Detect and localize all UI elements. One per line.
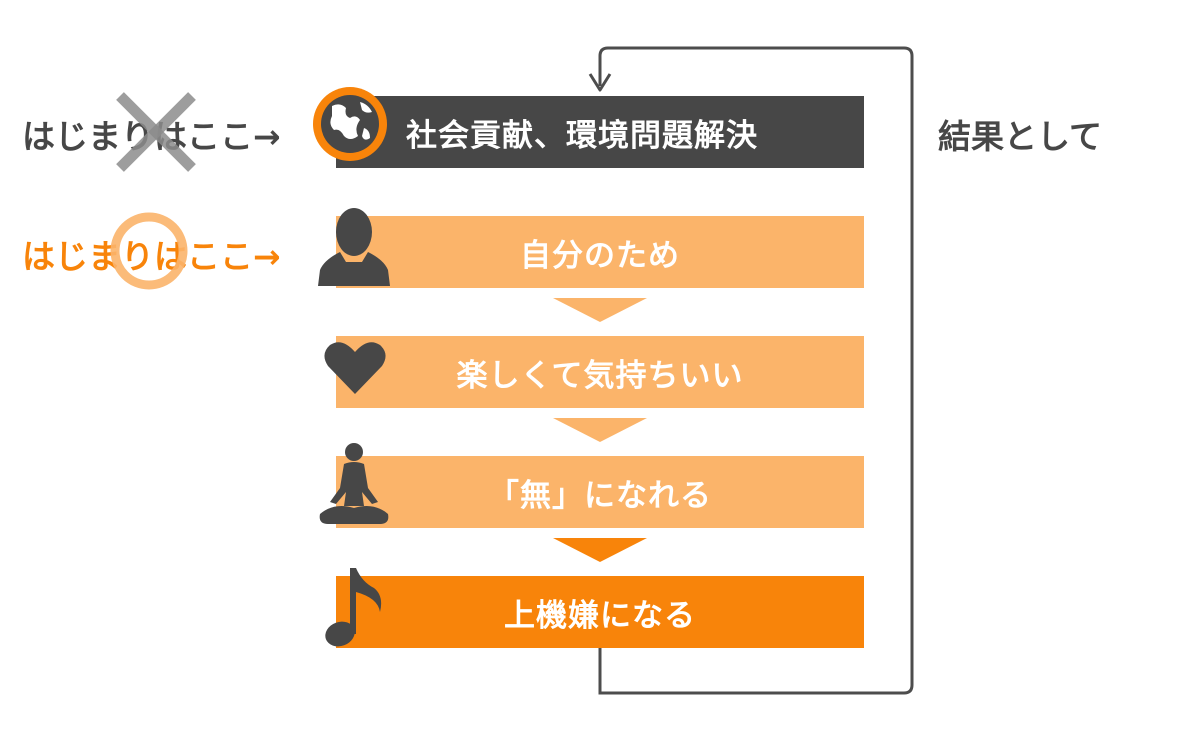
down-arrow [553, 298, 647, 322]
step-label: 「無」になれる [488, 477, 712, 514]
step-social-contribution: 社会貢献、環境問題解決 [336, 96, 864, 168]
cross-mark-icon [116, 92, 196, 172]
step-for-myself: 自分のため [336, 216, 864, 288]
step-good-mood: 上機嫌になる [336, 576, 864, 648]
step-fun: 楽しくて気持ちいい [336, 336, 864, 408]
globe-icon [313, 87, 387, 161]
person-silhouette-icon [318, 208, 390, 286]
loop-arrow-head [588, 73, 612, 92]
step-label: 社会貢献、環境問題解決 [406, 117, 758, 154]
result-label: 結果として [938, 117, 1103, 156]
step-label: 上機嫌になる [504, 597, 696, 634]
start-label-circled: はじまりはここ→ [22, 237, 281, 276]
music-note-icon [325, 568, 382, 647]
meditation-icon [319, 443, 389, 524]
heart-icon [324, 342, 386, 394]
step-empty-mind: 「無」になれる [336, 456, 864, 528]
down-arrow [553, 418, 647, 442]
step-label: 自分のため [520, 237, 680, 274]
down-arrow [553, 538, 647, 562]
step-label: 楽しくて気持ちいい [456, 357, 744, 394]
circle-mark-icon [110, 212, 188, 290]
